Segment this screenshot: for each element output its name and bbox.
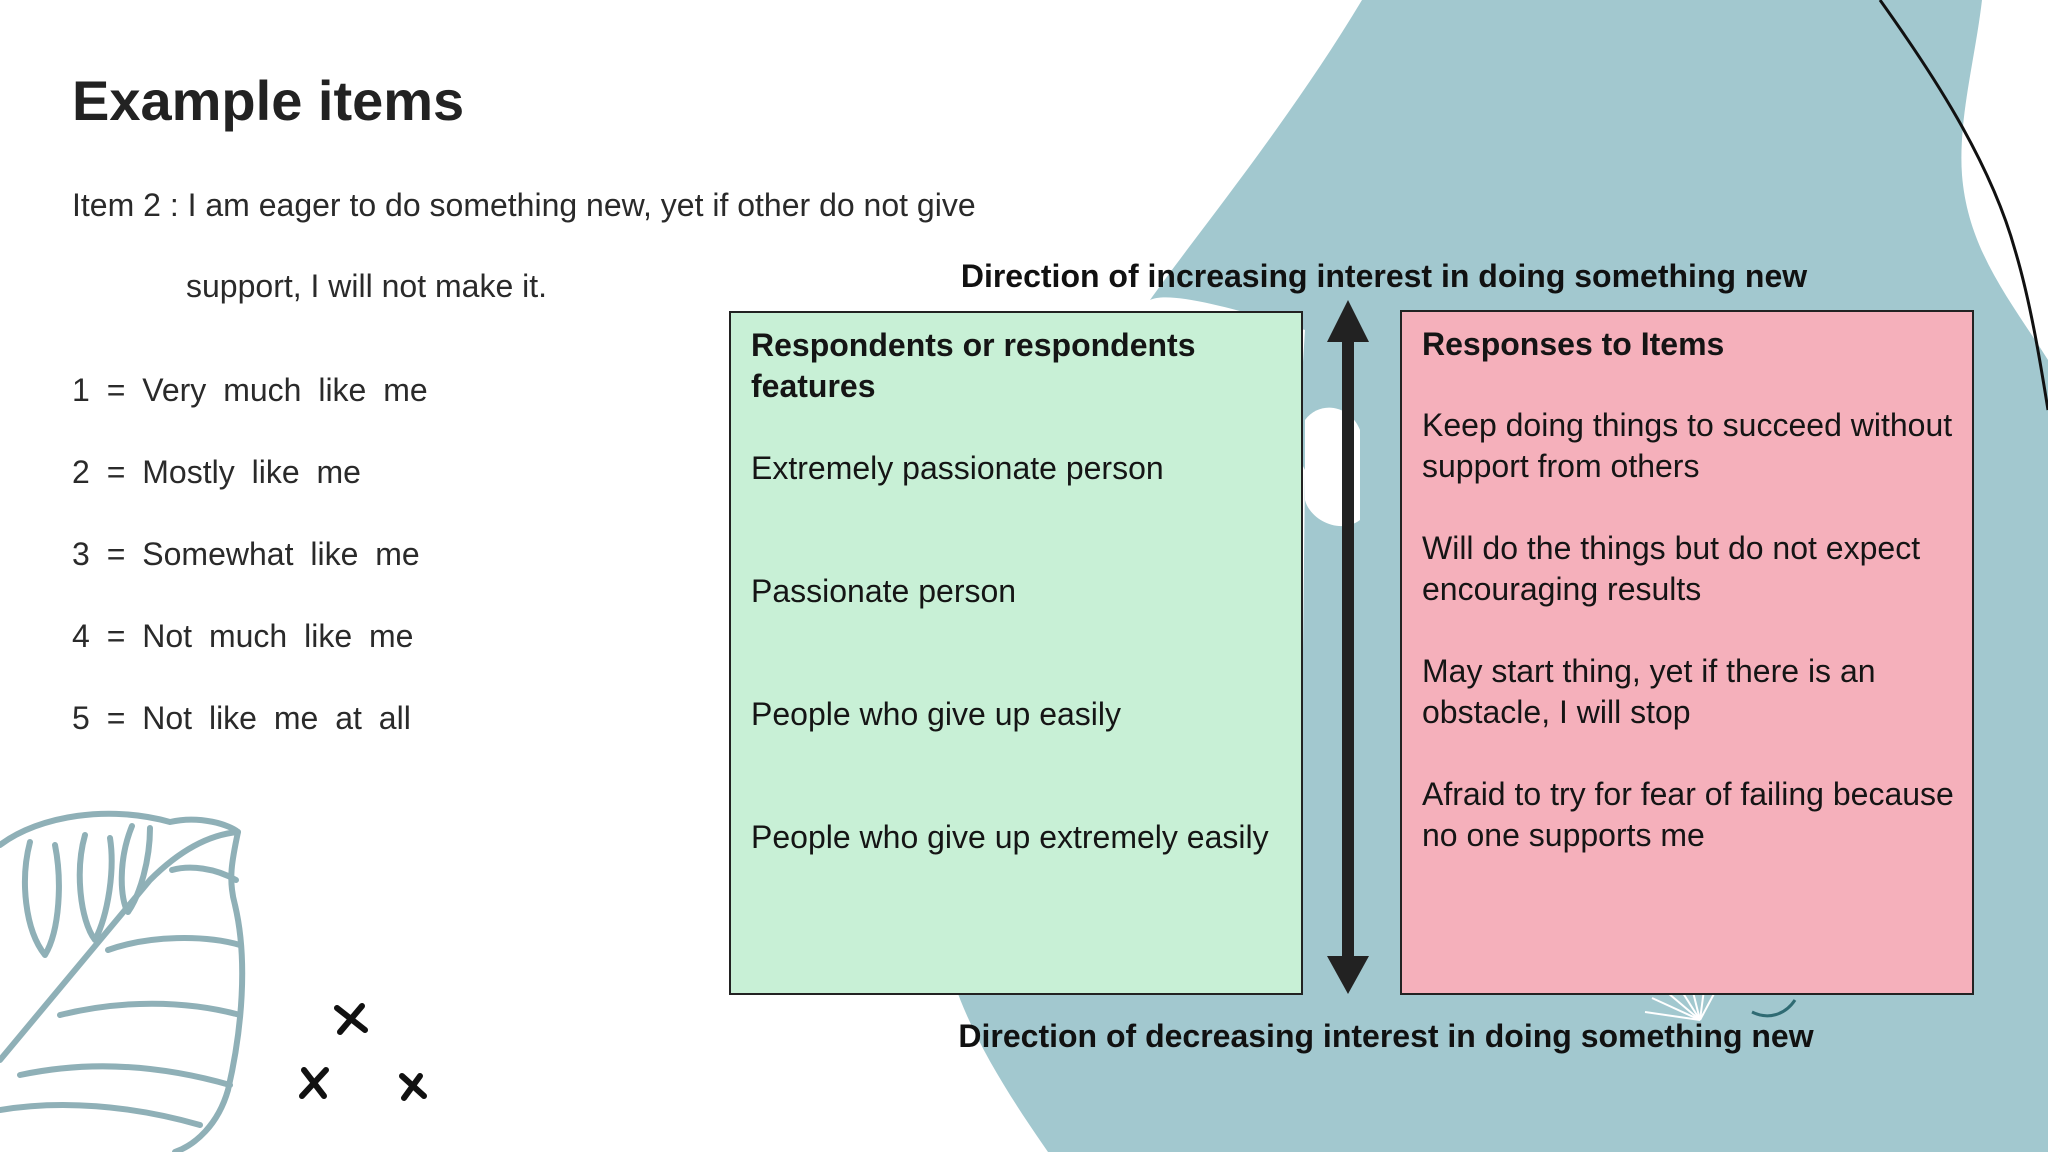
respondent-feature-3: People who give up easily — [751, 696, 1122, 732]
item-text-line-1: Item 2 : I am eager to do something new,… — [72, 187, 976, 223]
scale-option-3: 3 = Somewhat like me — [72, 536, 420, 572]
respondents-box: Respondents or respondents features Extr… — [729, 311, 1303, 995]
teal-squiggle — [1751, 999, 1797, 1018]
response-item-3: May start thing, yet if there is an obst… — [1422, 653, 1876, 730]
page-title: Example items — [72, 69, 465, 132]
response-item-1: Keep doing things to succeed without sup… — [1422, 407, 1953, 484]
response-item-2: Will do the things but do not expect enc… — [1422, 530, 1921, 607]
respondents-box-title: Respondents or respondents features — [751, 327, 1196, 404]
scale-option-4: 4 = Not much like me — [72, 618, 414, 654]
double-arrow-icon — [1327, 300, 1369, 994]
decreasing-direction-label: Direction of decreasing interest in doin… — [958, 1018, 1814, 1054]
leaf-outline-icon — [0, 810, 246, 1152]
responses-box-title: Responses to Items — [1422, 326, 1725, 362]
respondent-feature-1: Extremely passionate person — [751, 450, 1164, 486]
response-item-4: Afraid to try for fear of failing becaus… — [1422, 776, 1954, 853]
increasing-direction-label: Direction of increasing interest in doin… — [960, 258, 1808, 294]
respondent-feature-4: People who give up extremely easily — [751, 819, 1269, 855]
responses-box: Responses to Items Keep doing things to … — [1400, 310, 1974, 995]
scale-option-2: 2 = Mostly like me — [72, 454, 361, 490]
scale-option-1: 1 = Very much like me — [72, 372, 428, 408]
response-scale-list: 1 = Very much like me 2 = Mostly like me… — [72, 372, 428, 782]
x-mark-icon — [299, 1003, 427, 1101]
respondent-feature-2: Passionate person — [751, 573, 1017, 609]
curved-line-icon — [1878, 0, 2048, 411]
scale-option-5: 5 = Not like me at all — [72, 700, 411, 736]
item-text-line-2: support, I will not make it. — [186, 268, 548, 304]
